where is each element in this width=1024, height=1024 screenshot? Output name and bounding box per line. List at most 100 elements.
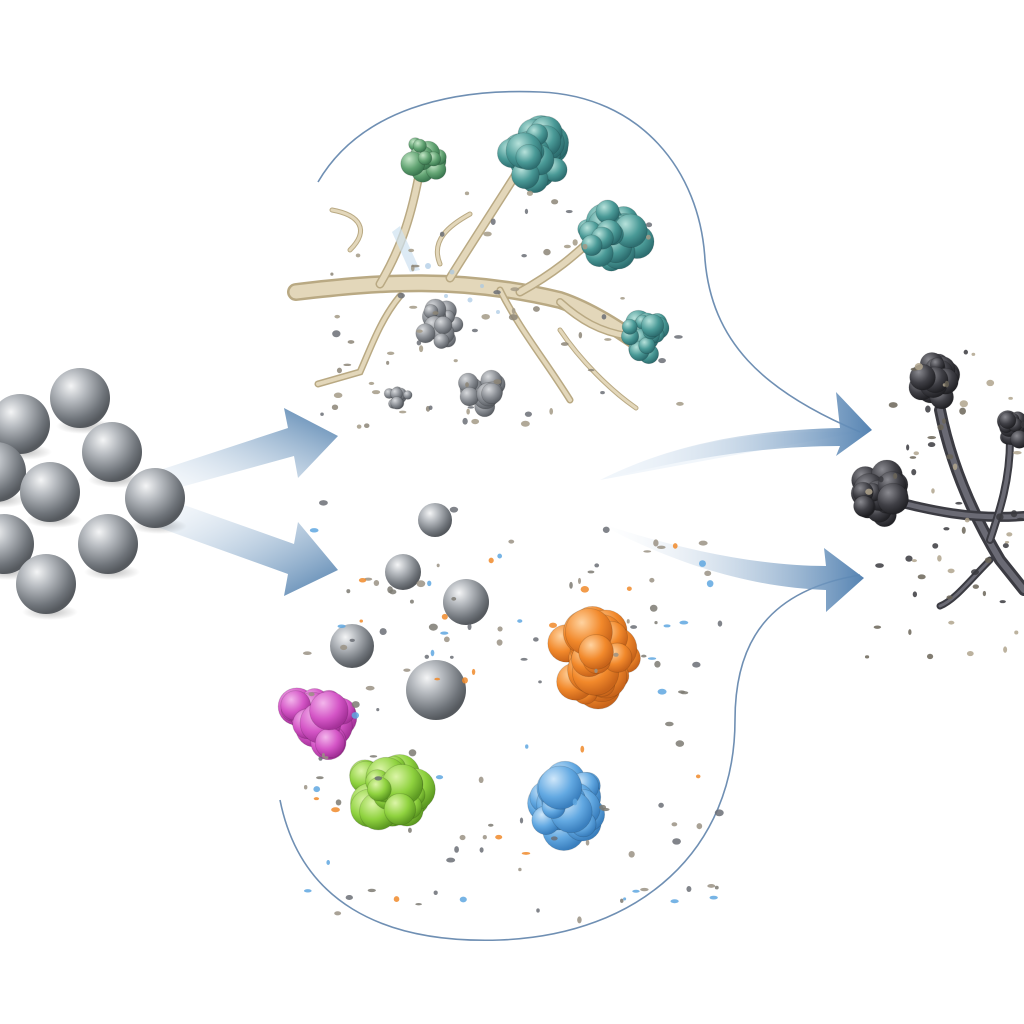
debris-particle [657,688,667,695]
debris-particle [1016,517,1024,521]
debris-particle [999,600,1006,604]
debris-particle [961,526,966,534]
debris-particle [424,654,430,659]
debris-particle [508,539,515,544]
gray-sphere [330,624,374,668]
debris-particle [331,404,339,411]
debris-particle [706,580,714,588]
debris-particle [594,668,598,674]
debris-particle [337,624,346,629]
debris-particle [670,899,679,904]
debris-particle [416,580,426,588]
debris-particle [925,405,931,413]
debris-particle [345,895,353,901]
debris-particle [563,244,571,249]
debris-particle [695,774,701,779]
debris-particle [658,357,666,364]
upper-clusters [383,115,670,418]
debris-particle [620,296,625,300]
debris-particle [398,410,407,414]
debris-particle [367,888,376,893]
debris-particle [467,623,472,631]
debris-particle [308,692,315,697]
debris-particle [602,526,610,533]
debris-particle [462,417,468,425]
debris-particle [432,311,439,315]
source-nanoparticles [0,368,187,620]
debris-particle [351,701,360,708]
debris-particle [524,208,529,215]
teal-cluster-top [497,115,570,194]
debris-particle [364,423,370,429]
debris-particle [698,540,708,546]
debris-particle [488,823,494,827]
debris-particle [320,412,324,416]
debris-particle [323,756,329,760]
debris-particle [550,836,558,841]
debris-particle [577,916,582,924]
debris-particle [959,407,966,415]
debris-particle [917,574,926,580]
debris-particle [911,468,917,476]
debris-particle [403,668,411,672]
debris-particle [620,898,624,903]
debris-particle [313,797,320,801]
debris-particle [698,560,706,567]
debris-particle [520,420,530,427]
debris-particle [626,619,630,624]
debris-particle [334,911,342,916]
debris-particle [714,809,724,817]
debris-particle [551,199,559,205]
debris-particle [944,380,949,388]
debris-particle [454,846,459,853]
debris-particle [358,578,367,583]
debris-particle [946,454,954,460]
debris-particle [497,553,503,559]
debris-particle [946,595,953,600]
debris-particle [704,570,712,577]
debris-particle [482,835,487,840]
debris-particle [647,657,657,660]
debris-particle [926,653,934,660]
debris-particle [471,418,480,425]
debris-particle [966,650,974,657]
gray-sphere [418,503,452,537]
debris-particle [911,559,917,563]
debris-particle [984,557,992,564]
debris-particle [459,896,467,903]
debris-particle [446,857,456,863]
debris-particle [497,626,503,632]
debris-particle [496,639,503,646]
debris-particle [560,342,569,346]
debris-particle [679,620,689,625]
debris-particle [459,834,466,841]
debris-particle [913,451,919,456]
debris-particle [439,231,445,237]
debris-particle [604,338,612,341]
debris-particle [578,331,583,339]
debris-particle [696,823,703,830]
gray-sphere [443,579,489,625]
debris-particle [386,351,395,355]
debris-particle [654,660,661,668]
debris-particle [533,637,539,642]
debris-particle [343,363,352,367]
debris-particle [521,254,527,258]
debris-particle [942,418,946,424]
debris-particle [538,680,542,684]
debris-particle [333,392,343,399]
debris-particle [893,472,898,480]
gray-sphere [406,660,466,720]
debris-particle [336,367,342,374]
debris-particle [318,756,323,761]
debris-particle [964,517,970,523]
gray-cluster-b [383,386,413,410]
debris-particle [493,290,501,295]
debris-particle [692,661,701,668]
debris-particle [1002,543,1009,549]
debris-particle [427,580,432,587]
debris-particle [511,307,516,315]
debris-particle [1008,396,1013,400]
debris-particle [526,190,534,196]
gray-sphere [385,554,421,590]
